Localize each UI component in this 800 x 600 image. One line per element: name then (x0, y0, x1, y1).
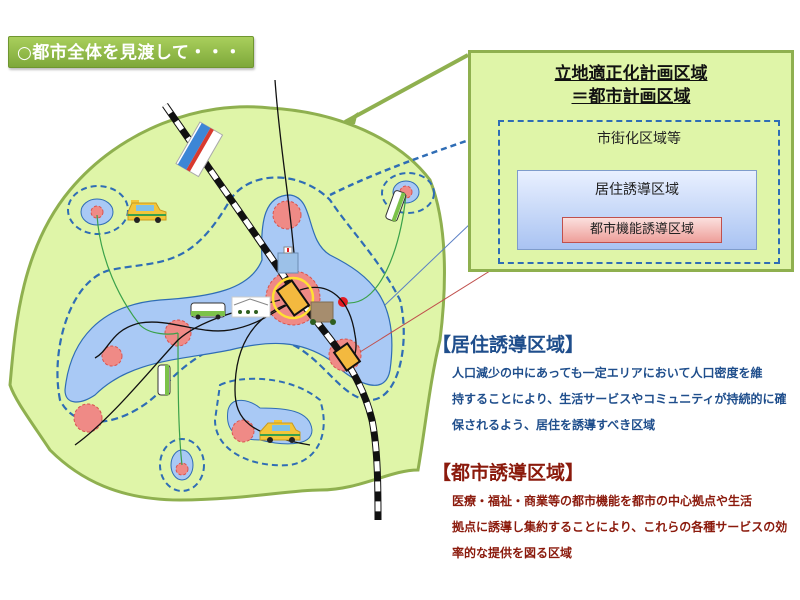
urbanization-area-legend: 市街化区域等 (498, 120, 780, 264)
urban-function-description: 医療・福祉・商業等の都市機能を都市の中心拠点や生活 拠点に誘導し集約することによ… (452, 488, 787, 566)
urban-function-line: 拠点に誘導し集約することにより、これらの各種サービスの効 (452, 520, 788, 534)
residential-heading: 【居住誘導区域】 (432, 334, 585, 356)
school-icon (231, 296, 271, 318)
taxi-icon (127, 200, 167, 223)
road-north (274, 79, 296, 266)
urban-center-nw (90, 205, 104, 219)
urbanization-area-nw (67, 185, 129, 235)
urbanization-area-se (213, 377, 325, 467)
residential-description: 人口減少の中にあっても一定エリアにおいて人口密度を維 持することにより、生活サー… (452, 360, 787, 438)
residential-area-label: 居住誘導区域 (595, 182, 679, 198)
legend-title-line2: ＝都市計画区域 (571, 87, 691, 107)
bus-icon (157, 364, 171, 396)
bus-icon (385, 190, 407, 222)
title-banner: ○都市全体を見渡して・・・ (8, 36, 254, 68)
residential-line: 人口減少の中にあっても一定エリアにおいて人口密度を維 (452, 366, 763, 380)
residential-area-main (64, 194, 393, 403)
bus-icon (190, 302, 226, 320)
bus-line-s (177, 332, 183, 466)
station-south (332, 342, 362, 372)
residential-line: 持することにより、生活サービスやコミュニティが持続的に確 (452, 392, 787, 406)
bus-line-ne (346, 194, 407, 304)
urbanization-area-s (159, 438, 205, 492)
station-main (271, 276, 315, 320)
urban-function-heading: 【都市誘導区域】 (432, 462, 585, 484)
office-building-icon (310, 301, 336, 325)
taxi-icon (259, 420, 301, 443)
urbanization-area-label: 市街化区域等 (597, 131, 681, 147)
urban-function-line: 率的な提供を図る区域 (452, 546, 573, 560)
train-icon (175, 121, 224, 178)
connector-urbanization (329, 128, 499, 197)
hospital-icon (277, 246, 299, 274)
urbanization-area-ne (381, 172, 435, 214)
bus-line-nw (96, 214, 179, 335)
urban-center-north (272, 200, 302, 230)
residential-line: 保されるよう、居住を誘導すべき区域 (452, 418, 656, 432)
urbanization-area-main (56, 176, 405, 423)
urban-center-sw (73, 403, 103, 433)
railway (162, 103, 382, 521)
legend-title-line1: 立地適正化計画区域 (554, 64, 708, 84)
legend-arrow-planning (344, 53, 469, 124)
urban-center-se (231, 419, 255, 443)
urban-center-west2 (101, 345, 123, 367)
urban-function-line: 医療・福祉・商業等の都市機能を都市の中心拠点や生活 (452, 494, 753, 508)
urban-function-area-legend: 都市機能誘導区域 (562, 217, 722, 243)
